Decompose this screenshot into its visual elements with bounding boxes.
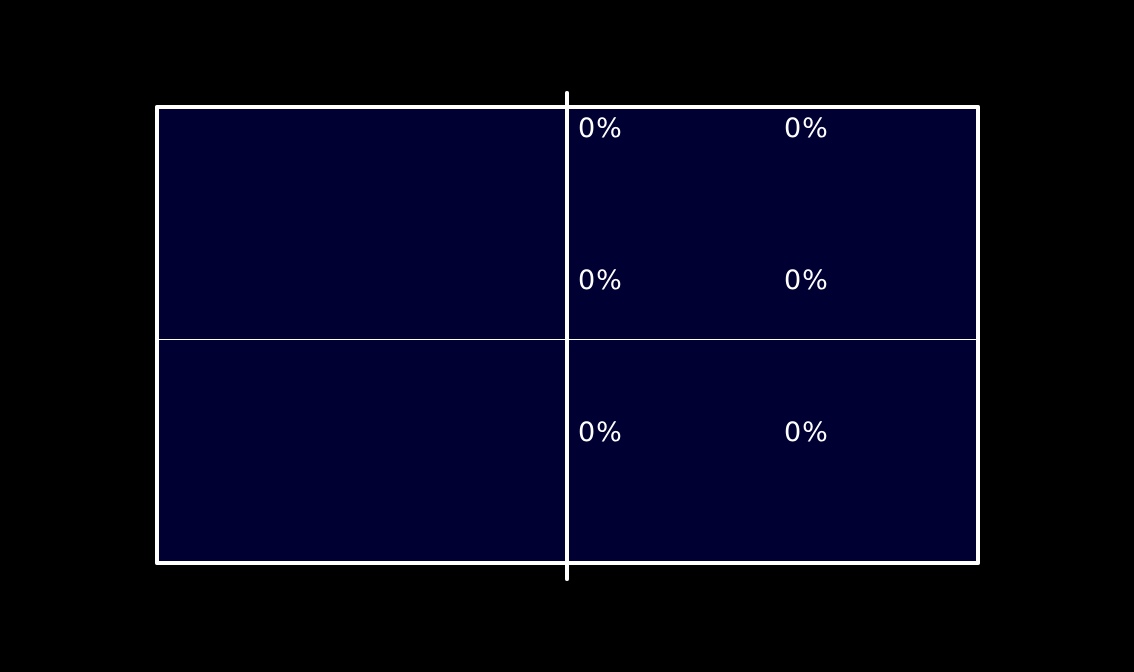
court-zone-left-bottom (159, 340, 569, 561)
stat-percent-row3-col1: 0% (578, 417, 623, 448)
stat-percent-row1-col2: 0% (784, 113, 829, 144)
net-line (565, 91, 569, 581)
stat-percent-row2-col2: 0% (784, 265, 829, 296)
court-zone-right-bottom (569, 340, 976, 561)
stat-percent-row2-col1: 0% (578, 265, 623, 296)
court-zone-right-top (569, 109, 976, 339)
court-zone-left-top (159, 109, 569, 339)
stat-percent-row3-col2: 0% (784, 417, 829, 448)
stat-percent-row1-col1: 0% (578, 113, 623, 144)
center-line (159, 339, 976, 340)
